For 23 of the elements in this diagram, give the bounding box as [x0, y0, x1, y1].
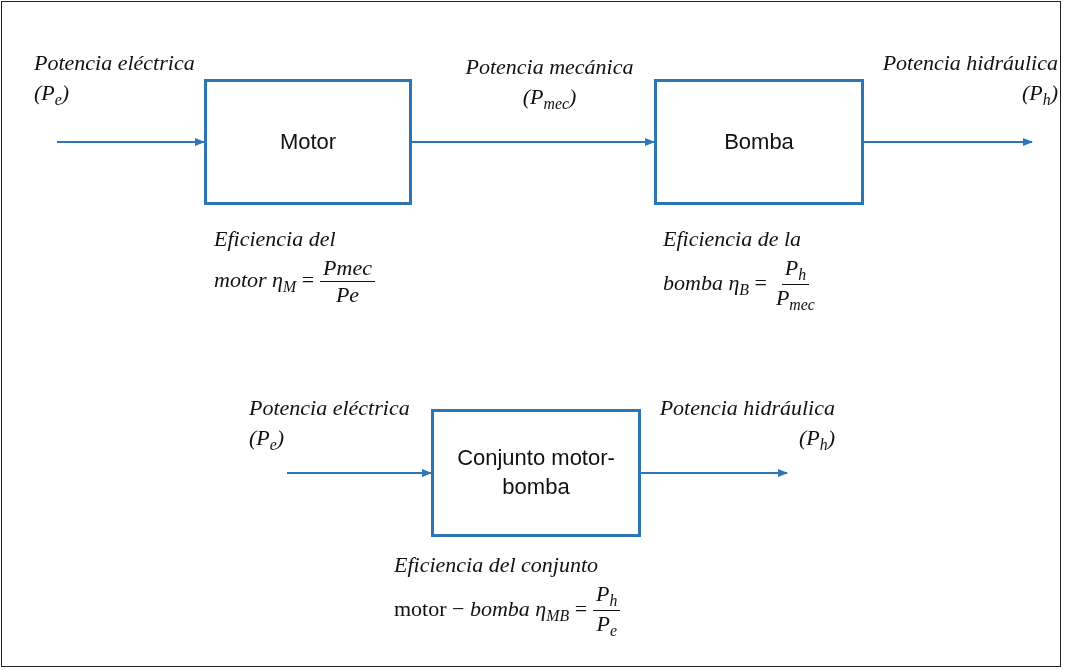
process-box	[431, 409, 641, 537]
efficiency-text: Eficiencia del conjunto	[394, 551, 599, 579]
process-box	[204, 79, 412, 205]
arrow	[411, 138, 655, 146]
efficiency-text: Eficiencia del	[214, 225, 336, 253]
fraction-denominator: P$_{e}$	[595, 611, 618, 641]
arrow	[640, 469, 788, 477]
fraction-denominator: Pe	[334, 282, 361, 309]
box-label: Motor	[279, 127, 337, 156]
arrow	[863, 138, 1033, 146]
efficiency-formula: bomba η$_{B}$ =	[663, 270, 767, 300]
efficiency-formula: motor − bomba η$_{MB}$ =	[394, 596, 588, 626]
fraction-numerator: Pmec	[320, 254, 375, 283]
fraction-denominator: P$_{mec}$	[774, 285, 816, 315]
box-label: Bomba	[724, 127, 794, 156]
arrow	[56, 138, 205, 146]
fraction-numerator: P$_{h}$	[593, 580, 621, 612]
process-box	[654, 79, 864, 205]
box-label: Conjunto motor-bomba	[456, 444, 616, 501]
efficiency-formula: motor η$_{M}$ =	[214, 267, 315, 297]
efficiency-text: Eficiencia de la	[663, 225, 802, 253]
arrow	[286, 469, 432, 477]
fraction-numerator: P$_{h}$	[781, 254, 810, 286]
